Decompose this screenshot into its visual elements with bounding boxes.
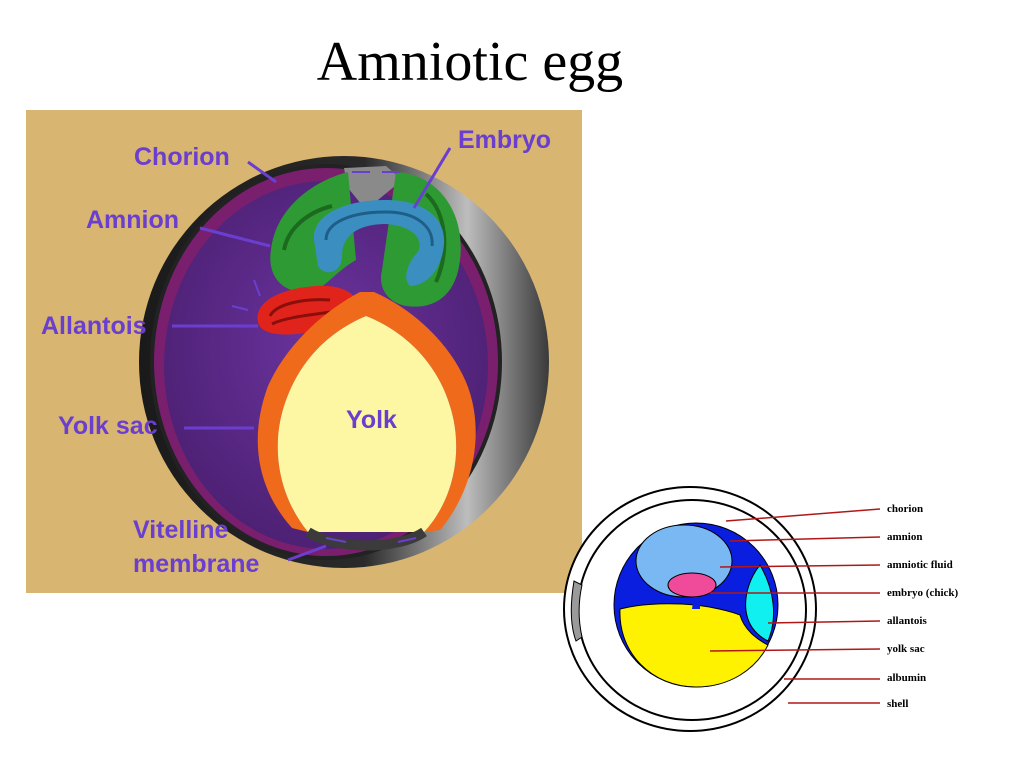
label-chorion: Chorion xyxy=(134,143,230,171)
schematic-label-amniotic-fluid: amniotic fluid xyxy=(887,559,953,571)
slide-title: Amniotic egg xyxy=(316,31,624,93)
label-yolk: Yolk xyxy=(346,406,397,434)
label-vitelline-line1: Vitelline xyxy=(133,516,229,544)
vitelline-membrane xyxy=(305,527,427,551)
embryo xyxy=(313,200,445,286)
amniotic-egg-cross-section-diagram: Chorion Embryo Amnion Allantois Yolk sac… xyxy=(26,110,582,593)
schematic-label-albumin: albumin xyxy=(887,672,926,684)
membrane-arrows xyxy=(231,171,417,543)
schematic-leader-lines xyxy=(709,508,881,704)
schematic-yolk xyxy=(619,603,769,688)
schematic-label-yolk-sac: yolk sac xyxy=(887,643,925,655)
yolk-sac xyxy=(257,292,476,532)
air-cell xyxy=(570,580,583,642)
schematic-label-chorion: chorion xyxy=(887,503,923,515)
label-allantois: Allantois xyxy=(41,312,147,340)
label-vitelline-line2: membrane xyxy=(133,550,260,578)
label-yolk-sac: Yolk sac xyxy=(58,412,158,440)
amniotic-egg-schematic-diagram: chorion amnion amniotic fluid embryo (ch… xyxy=(563,486,959,732)
schematic-label-amnion: amnion xyxy=(887,531,922,543)
schematic-stalk xyxy=(692,597,700,609)
schematic-label-shell: shell xyxy=(887,698,908,710)
schematic-allantois xyxy=(745,564,775,642)
chorion-gap-top xyxy=(344,166,402,210)
schematic-embryo xyxy=(667,572,717,598)
yolk xyxy=(277,316,457,532)
label-amnion: Amnion xyxy=(86,206,179,234)
schematic-label-allantois: allantois xyxy=(887,615,927,627)
label-embryo: Embryo xyxy=(458,126,551,154)
leader-lines xyxy=(172,147,452,562)
schematic-label-embryo: embryo (chick) xyxy=(887,587,959,599)
